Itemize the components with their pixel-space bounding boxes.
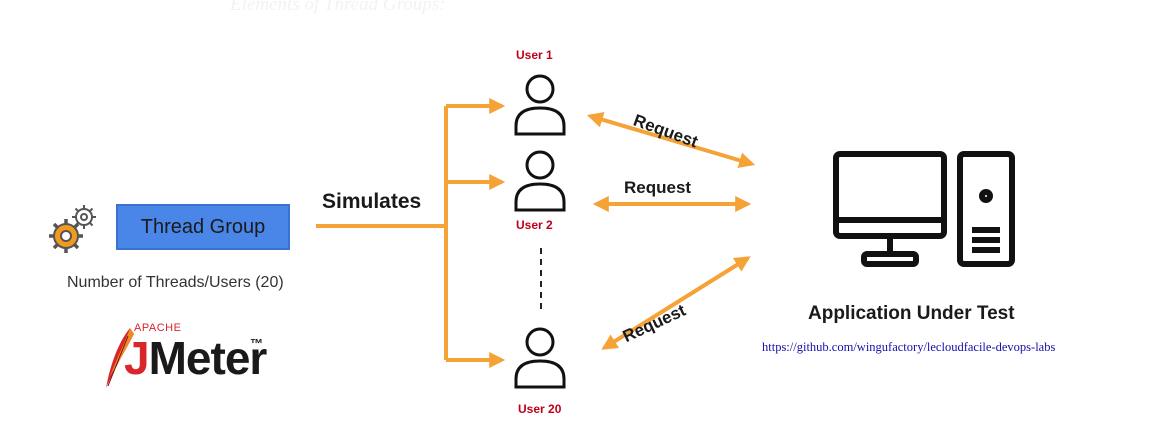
jmeter-logo: APACHE JMeter ™ (100, 322, 280, 392)
request-arrow-1 (586, 111, 756, 169)
user-1-label: User 1 (516, 48, 553, 62)
user-1-icon (514, 74, 566, 136)
jmeter-apache-text: APACHE (134, 322, 182, 334)
user-2-icon (514, 150, 566, 212)
user-20-icon (514, 327, 566, 389)
request-arrow-3 (601, 256, 751, 350)
trademark-symbol: ™ (250, 336, 263, 351)
simulates-label: Simulates (322, 190, 422, 213)
thread-group-box: Thread Group (116, 204, 290, 250)
jmeter-wordmark: JMeter (124, 330, 268, 386)
user-2-label: User 2 (516, 218, 553, 232)
user-20-label: User 20 (518, 402, 562, 416)
feather-icon (106, 328, 134, 388)
diagram-caption: Elements of Thread Groups: (230, 0, 446, 15)
jmeter-meter: Meter (148, 332, 268, 384)
jmeter-j: J (124, 332, 150, 384)
application-under-test-title: Application Under Test (808, 303, 1015, 324)
gear-icon (49, 205, 96, 253)
repository-link[interactable]: https://github.com/wingufactory/lecloudf… (762, 340, 1056, 354)
computer-icon (833, 151, 1015, 267)
request-label-2: Request (624, 178, 692, 197)
threads-count-label: Number of Threads/Users (20) (67, 274, 284, 291)
thread-group-label: Thread Group (140, 215, 266, 238)
